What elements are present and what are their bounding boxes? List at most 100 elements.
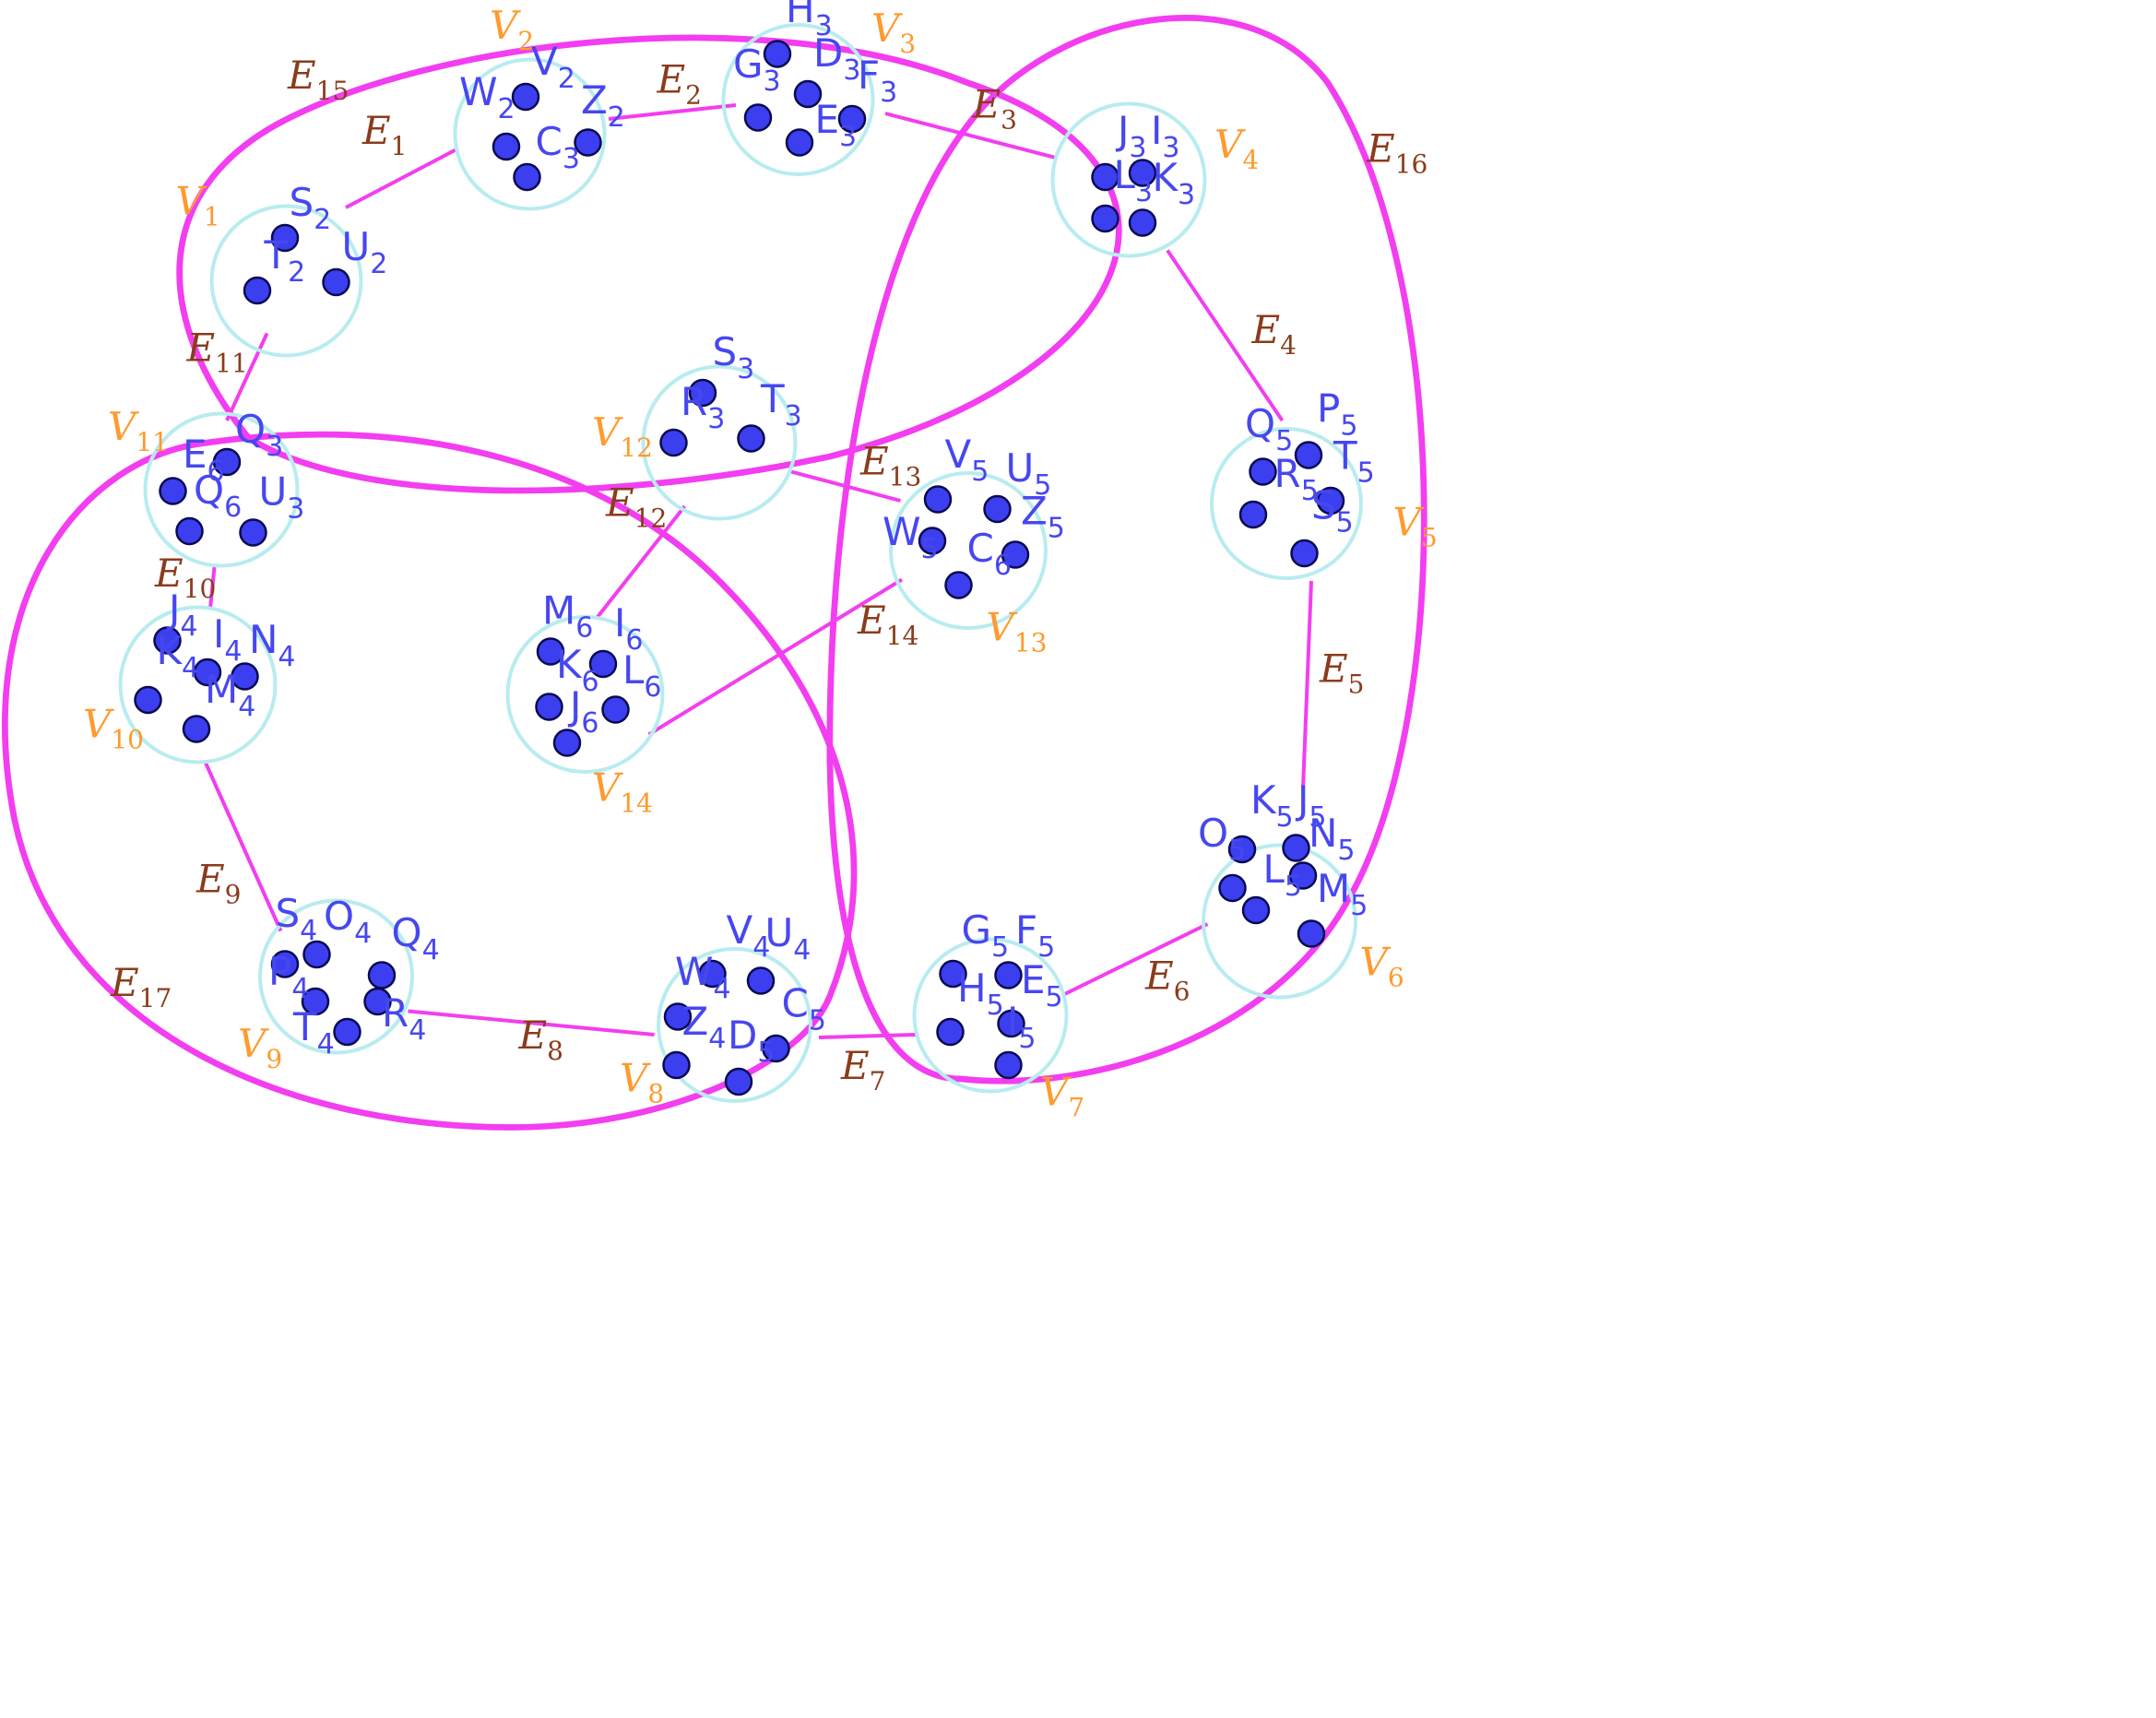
vertex-label-t2-subscript: 2 xyxy=(288,256,305,289)
vertex-label-m5-subscript: 5 xyxy=(1350,890,1368,922)
vertex-label-s2-letter: S xyxy=(290,180,314,225)
cluster-label-v11-letter: V xyxy=(108,404,139,449)
vertex-z5 xyxy=(1001,540,1030,569)
vertex-n4 xyxy=(231,662,259,691)
vertex-label-r4-subscript: 4 xyxy=(409,1014,426,1047)
vertex-label-k5-letter: K xyxy=(1250,777,1277,823)
vertex-label-n5-letter: N xyxy=(1309,811,1337,856)
cluster-v1 xyxy=(209,204,363,358)
vertex-q3 xyxy=(212,447,242,477)
vertex-u5 xyxy=(983,494,1012,524)
vertex-label-z2-letter: Z xyxy=(581,77,608,123)
vertex-label-i4-subscript: 4 xyxy=(224,635,242,668)
vertex-label-u2-letter: U xyxy=(342,224,371,269)
vertex-label-l3: L3 xyxy=(1114,152,1154,208)
vertex-c6 xyxy=(944,571,973,599)
edge-e3 xyxy=(884,112,1057,160)
vertex-f3 xyxy=(837,104,867,134)
vertex-label-k4: K4 xyxy=(157,628,200,684)
vertex-label-l5-letter: L xyxy=(1263,847,1285,892)
vertex-label-i5-letter: I xyxy=(1007,999,1018,1044)
edge-label-e3-letter: E xyxy=(972,82,1001,127)
vertex-label-i6-subscript: 6 xyxy=(625,624,643,657)
cluster-label-v9: V9 xyxy=(238,1021,282,1074)
edge-label-e6-subscript: 6 xyxy=(1174,977,1191,1007)
edge-e10 xyxy=(208,566,217,610)
edge-label-e4: E4 xyxy=(1251,307,1297,361)
vertex-label-q6-subscript: 6 xyxy=(224,492,242,524)
vertex-label-v5-subscript: 5 xyxy=(971,456,989,488)
cluster-label-v9-letter: V xyxy=(238,1021,269,1066)
cluster-label-v2-subscript: 2 xyxy=(517,26,534,56)
edge-label-e11-letter: E xyxy=(186,326,216,371)
edge-label-e7-letter: E xyxy=(840,1043,870,1088)
vertex-label-s3-letter: S xyxy=(713,329,738,374)
vertex-i5 xyxy=(994,1050,1023,1080)
cluster-v5 xyxy=(1210,427,1363,580)
vertex-label-h5: H5 xyxy=(957,966,1004,1022)
vertex-label-e3: E3 xyxy=(815,97,858,153)
cluster-label-v6: V6 xyxy=(1360,940,1404,993)
vertex-label-j3: J3 xyxy=(1115,108,1146,164)
cluster-label-v14: V14 xyxy=(592,765,653,819)
vertex-o4 xyxy=(302,940,331,969)
vertex-label-e5: E5 xyxy=(1021,957,1063,1013)
cluster-label-v5-letter: V xyxy=(1393,500,1425,545)
vertex-label-t3: T3 xyxy=(760,376,802,432)
hyperedge-label-e15-subscript: 15 xyxy=(316,76,349,106)
vertex-label-c3-subscript: 3 xyxy=(563,143,580,175)
vertex-e6 xyxy=(159,477,187,505)
cluster-label-v10: V10 xyxy=(83,702,144,755)
vertex-label-j5-letter: J xyxy=(1295,777,1309,823)
vertex-label-j4-subscript: 4 xyxy=(180,610,197,643)
cluster-label-v12-letter: V xyxy=(592,409,623,455)
vertex-label-l3-letter: L xyxy=(1114,152,1136,197)
vertex-label-f5: F5 xyxy=(1015,907,1055,964)
vertex-m4 xyxy=(182,715,211,743)
vertex-label-s5: S5 xyxy=(1311,483,1354,539)
vertex-label-f5-subscript: 5 xyxy=(1037,931,1055,964)
vertex-label-u2: U2 xyxy=(342,224,388,280)
edge-label-e1-letter: E xyxy=(361,108,391,153)
edge-label-e14-subscript: 14 xyxy=(886,621,919,651)
vertex-label-s4-subscript: 4 xyxy=(300,915,317,947)
vertex-label-s3: S3 xyxy=(713,329,755,385)
vertex-label-h5-letter: H xyxy=(957,966,987,1011)
cluster-label-v4: V4 xyxy=(1214,122,1259,175)
vertex-r4 xyxy=(363,987,392,1016)
vertex-label-d3-subscript: 3 xyxy=(843,54,860,87)
vertex-label-w4: W4 xyxy=(675,949,731,1005)
vertex-label-w2-subscript: 2 xyxy=(498,93,515,125)
vertex-s5 xyxy=(1290,539,1319,568)
vertex-label-p5-letter: P xyxy=(1317,386,1340,432)
vertex-label-l3-subscript: 3 xyxy=(1135,176,1153,208)
vertex-label-m4-letter: M xyxy=(205,667,238,712)
edge-e9 xyxy=(203,760,283,932)
vertex-label-h5-subscript: 5 xyxy=(987,989,1004,1022)
vertex-label-p4-letter: P xyxy=(268,949,291,994)
vertex-label-z4-subscript: 4 xyxy=(708,1023,726,1055)
cluster-label-v1: V1 xyxy=(176,179,220,232)
vertex-label-n4-letter: N xyxy=(249,617,278,662)
vertex-label-k3-subscript: 3 xyxy=(1178,179,1195,211)
vertex-c5 xyxy=(762,1034,790,1063)
cluster-label-v13-letter: V xyxy=(987,605,1018,650)
vertex-label-j6-subscript: 6 xyxy=(581,707,598,740)
vertex-label-n4: N4 xyxy=(249,617,296,673)
vertex-i3 xyxy=(1128,159,1157,187)
vertex-label-j3-letter: J xyxy=(1115,108,1129,153)
cluster-label-v13: V13 xyxy=(987,605,1048,658)
cluster-label-v2-letter: V xyxy=(490,3,521,48)
vertex-label-u4-subscript: 4 xyxy=(793,934,811,966)
vertex-label-r5: R5 xyxy=(1274,451,1319,507)
edge-label-e9-subscript: 9 xyxy=(225,880,242,910)
edge-label-e7-subscript: 7 xyxy=(870,1066,886,1096)
vertex-q4 xyxy=(367,961,397,989)
vertex-label-g5: G5 xyxy=(962,907,1010,964)
edge-label-e13: E13 xyxy=(859,439,921,492)
vertex-label-j4-letter: J xyxy=(166,586,180,632)
vertex-i6 xyxy=(588,649,618,679)
vertex-o5 xyxy=(1218,873,1247,903)
vertex-label-w2: W2 xyxy=(459,69,515,125)
vertex-label-o5: O5 xyxy=(1198,811,1246,867)
